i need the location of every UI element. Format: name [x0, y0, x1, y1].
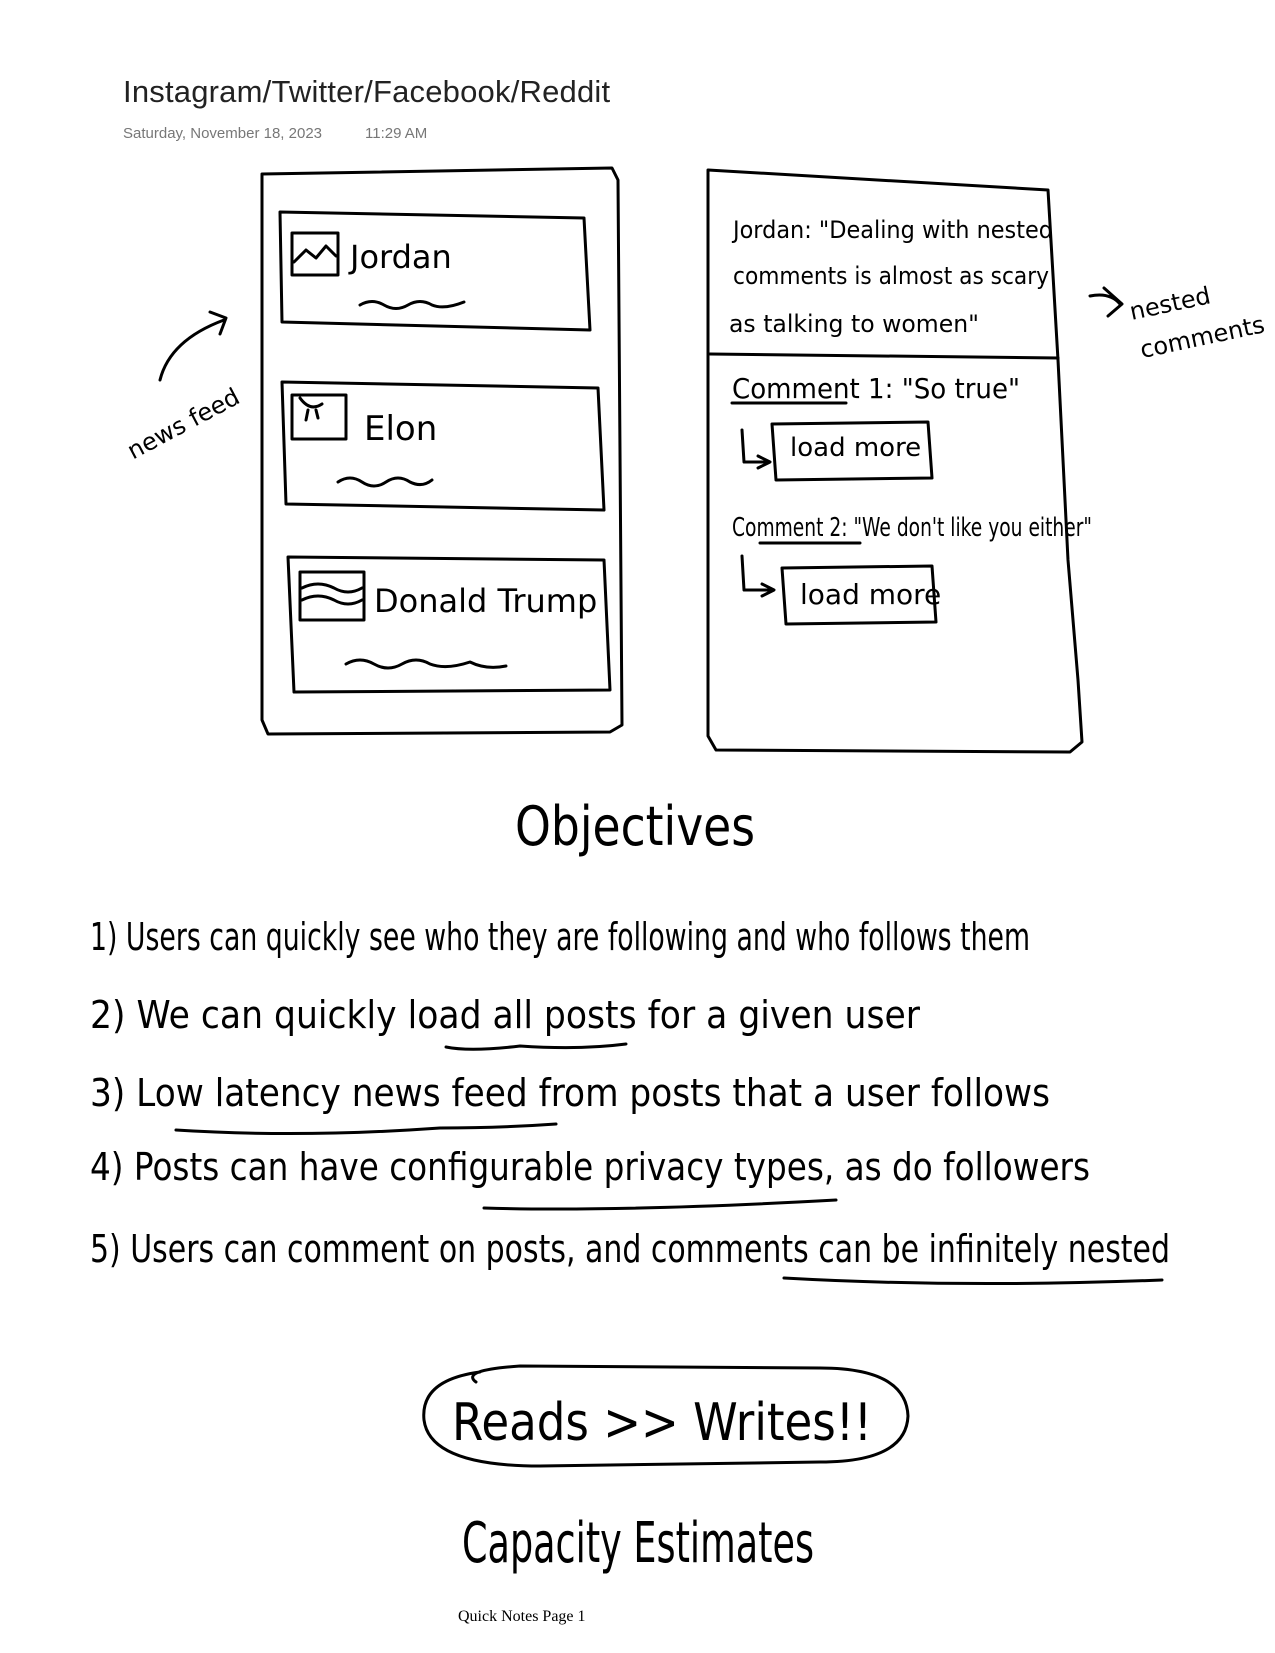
underline	[174, 1122, 558, 1136]
objective-4: 4) Posts can have configurable privacy t…	[90, 1145, 1090, 1189]
feed-post-box	[278, 210, 592, 332]
reply-arrow	[740, 428, 768, 464]
reply-arrowhead	[760, 582, 776, 598]
news-feed-frame	[260, 166, 624, 736]
avatar-sun-icon	[298, 396, 324, 422]
note-date: Saturday, November 18, 2023	[123, 125, 323, 142]
quote-line-1: Jordan: "Dealing with nested	[731, 216, 1053, 244]
nested-comments-label: nested	[1127, 281, 1213, 325]
avatar-icon	[290, 393, 348, 441]
post-text-squiggle	[358, 300, 466, 310]
underline	[782, 1276, 1164, 1286]
quote-line-3: as talking to women"	[729, 310, 979, 338]
objectives-heading: Objectives	[515, 795, 755, 858]
comments-frame	[706, 168, 1084, 754]
underline	[482, 1198, 838, 1211]
reads-writes-callout: Reads >> Writes!!	[452, 1393, 872, 1453]
comment-1: Comment 1: "So true"	[732, 372, 1020, 405]
feed-post-box	[280, 380, 606, 512]
reply-arrowhead	[756, 454, 772, 470]
news-feed-arrowhead	[208, 310, 228, 336]
news-feed-arrow	[158, 318, 226, 382]
comment-2: Comment 2: "We don't like you either"	[732, 513, 1092, 543]
feed-post-box	[286, 555, 612, 694]
load-more-label: load more	[790, 433, 921, 463]
objective-2: 2) We can quickly load all posts for a g…	[90, 993, 920, 1037]
objective-3: 3) Low latency news feed from posts that…	[90, 1071, 1050, 1115]
comments-divider	[708, 352, 1060, 360]
capacity-estimates-heading: Capacity Estimates	[462, 1511, 814, 1576]
feed-post-name: Jordan	[348, 238, 452, 276]
load-more-button	[780, 564, 938, 626]
objective-1: 1) Users can quickly see who they are fo…	[90, 915, 1030, 959]
reply-arrow	[740, 554, 772, 592]
note-time: 11:29 AM	[365, 125, 428, 142]
callout-oval	[422, 1364, 910, 1468]
post-text-squiggle	[336, 476, 434, 488]
feed-post-name: Donald Trump	[374, 582, 597, 620]
load-more-label: load more	[800, 578, 941, 611]
objective-5: 5) Users can comment on posts, and comme…	[90, 1227, 1170, 1271]
underline	[444, 1042, 628, 1051]
avatar-mountain-icon	[292, 244, 338, 264]
quote-line-2: comments is almost as scary	[733, 262, 1049, 290]
news-feed-label: news feed	[123, 383, 245, 465]
nested-comments-arrow	[1088, 286, 1124, 318]
avatar-icon	[290, 231, 340, 277]
avatar-wave-icon	[300, 582, 364, 606]
page-footer: Quick Notes Page 1	[458, 1608, 586, 1625]
post-text-squiggle	[344, 658, 508, 670]
page-title: Instagram/Twitter/Facebook/Reddit	[123, 74, 611, 109]
feed-post-name: Elon	[364, 409, 437, 449]
load-more-button	[770, 420, 934, 482]
avatar-icon	[298, 570, 366, 622]
